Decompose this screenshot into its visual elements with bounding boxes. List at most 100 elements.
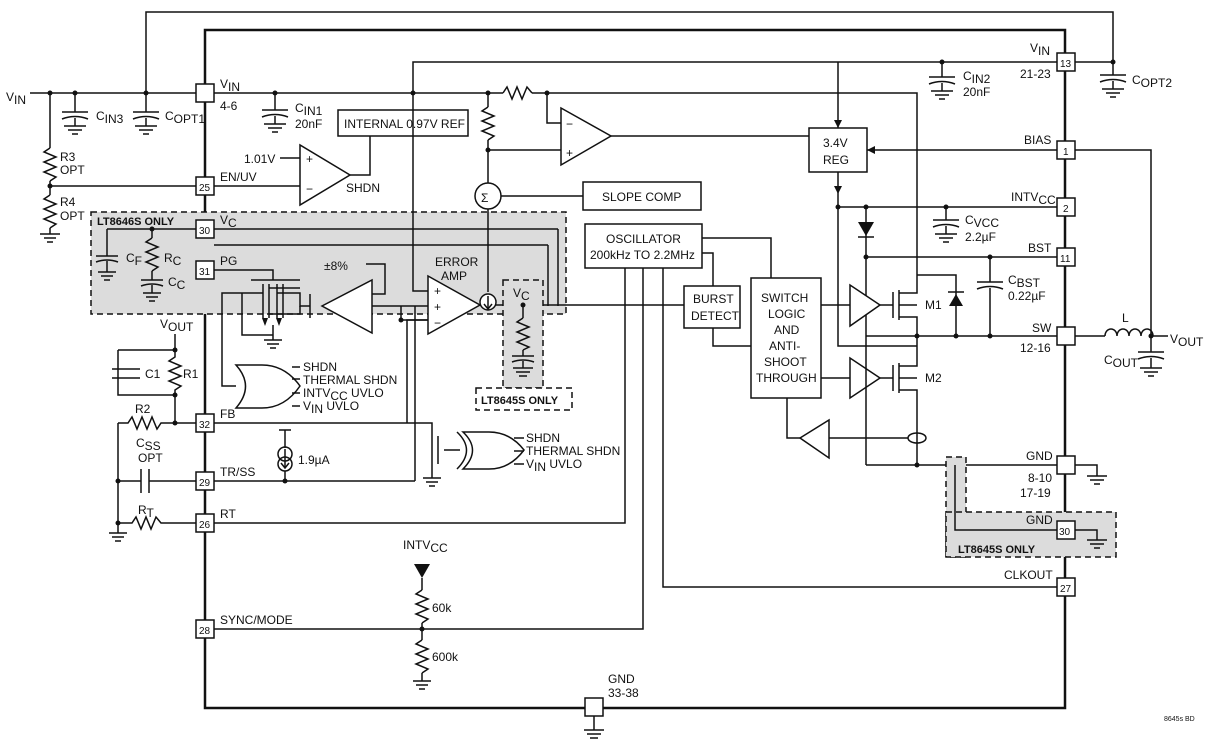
error-amp	[427, 274, 482, 336]
cc-label: CC	[168, 275, 186, 292]
or-gate-2	[461, 431, 525, 470]
cin2-capacitor	[928, 62, 956, 100]
m1-driver	[849, 283, 882, 328]
sl-line-4: ANTI-	[769, 339, 800, 353]
rt-resistor	[118, 515, 196, 531]
oscillator-block	[584, 223, 703, 269]
tr-ss-pulldown	[407, 422, 456, 487]
pin-vc-num: 30	[199, 226, 211, 237]
error-amp-label-1: ERROR	[435, 255, 479, 269]
oscillator-text-2: 200kHz TO 2.2MHz	[590, 248, 695, 262]
sl-line-1: SWITCH	[761, 291, 808, 305]
slope-comp-block	[582, 181, 702, 211]
r60k-resistor	[414, 589, 430, 624]
pin-gnd-right	[1056, 455, 1076, 475]
cvcc-value: 2.2µF	[965, 230, 996, 244]
r4-opt-label: OPT	[60, 209, 85, 223]
pin-rt-num: 26	[199, 520, 211, 531]
pin-sw-label: SW	[1032, 321, 1052, 335]
vc-inner-label: VC	[513, 286, 530, 303]
cbst-capacitor	[976, 257, 1004, 336]
cbst-label: CBST	[1008, 273, 1041, 290]
pct-label: ±8%	[324, 259, 348, 273]
copt1-label: COPT1	[165, 109, 205, 126]
pin-clkout	[1056, 577, 1076, 597]
copt2-capacitor	[1099, 62, 1127, 98]
cout-label: COUT	[1104, 353, 1139, 370]
pin-vin-right-label: VIN	[1030, 41, 1050, 58]
or1-vin: VIN UVLO	[303, 399, 359, 416]
cin2-label: CIN2	[963, 69, 991, 86]
cbst-value: 0.22µF	[1008, 289, 1046, 303]
l-label: L	[1122, 311, 1129, 325]
upper-res	[480, 93, 496, 183]
pin-bst-label: BST	[1028, 241, 1052, 255]
csa-plus: +	[566, 146, 573, 160]
pin-clkout-label: CLKOUT	[1004, 568, 1053, 582]
internal-ref-block	[337, 109, 469, 137]
lt8645s-only-label-1: LT8645S ONLY	[481, 395, 559, 407]
pin-pg	[195, 260, 215, 280]
switch-logic-block	[750, 277, 822, 399]
cin1-label: CIN1	[295, 101, 323, 118]
burst-text-1: BURST	[693, 292, 734, 306]
sigma-text: Σ	[481, 191, 488, 205]
figure-id: 8645s BD	[1164, 716, 1195, 723]
pin-clkout-num: 27	[1060, 584, 1072, 595]
r1-label: R1	[183, 367, 199, 381]
pin-gnd-bottom-label: GND	[608, 672, 635, 686]
or2-vin: VIN UVLO	[526, 457, 582, 474]
or1-thermal: THERMAL SHDN	[303, 373, 397, 387]
r3-label: R3	[60, 150, 76, 164]
ref-1v-label: 1.01V	[244, 152, 275, 166]
pin-sync-label: SYNC/MODE	[220, 613, 293, 627]
pin-intvcc-num: 2	[1063, 204, 1069, 215]
pin-pg-label: PG	[220, 254, 237, 268]
lt8645s-gnd-region	[945, 511, 1117, 558]
c1-label: C1	[145, 367, 161, 381]
inductor-l	[1104, 328, 1154, 337]
sl-line-2: LOGIC	[768, 307, 806, 321]
reg-text-1: 3.4V	[823, 136, 848, 150]
vc-internal-rc	[511, 305, 535, 377]
sl-line-3: AND	[774, 323, 800, 337]
error-amp-label-2: AMP	[441, 269, 467, 283]
pg-level-shifter	[242, 279, 310, 349]
css-label: CSS	[136, 436, 161, 453]
pin-fb-label: FB	[220, 407, 235, 421]
pin-rt	[195, 513, 215, 533]
r3-r4-divider	[40, 93, 60, 243]
r4-label: R4	[60, 195, 76, 209]
m2-label: M2	[925, 371, 942, 385]
reg-text-2: REG	[823, 153, 849, 167]
pin-tr-ss-num: 29	[199, 478, 211, 489]
or2-thermal: THERMAL SHDN	[526, 444, 620, 458]
pin-gnd-right-range1: 8-10	[1028, 471, 1052, 485]
r3-opt-label: OPT	[60, 163, 85, 177]
pin-gnd30	[1056, 520, 1076, 540]
oscillator-text-1: OSCILLATOR	[606, 232, 681, 246]
rt-res-label: RT	[138, 503, 154, 520]
pin-vin-left-label: VIN	[220, 77, 240, 94]
vin-ext-label: VIN	[6, 90, 26, 107]
pin-bias-label: BIAS	[1024, 133, 1051, 147]
intvcc-bottom-label: INTVCC	[403, 538, 448, 555]
pin-sw-range: 12-16	[1020, 341, 1051, 355]
pin-vin-left-num: 4-6	[220, 99, 238, 113]
pin-intvcc-label: INTVCC	[1011, 190, 1056, 207]
r1-resistor	[167, 350, 183, 423]
pin-en-uv	[195, 176, 215, 196]
cin3-label: CIN3	[96, 109, 124, 126]
pin-gnd-right-range2: 17-19	[1020, 486, 1051, 500]
pin-sync	[195, 619, 215, 639]
csa-minus: −	[566, 117, 573, 131]
current-sense-amp	[560, 106, 613, 167]
pin-bst	[1056, 247, 1076, 267]
reverse-current-amp	[798, 418, 830, 460]
ea-plus2: +	[434, 300, 441, 314]
pin-sw	[1056, 326, 1076, 346]
lt8645s-only-box-1	[475, 387, 573, 411]
current-src-label: 1.9µA	[298, 453, 330, 467]
cin1-value: 20nF	[295, 117, 322, 131]
cvcc-capacitor	[932, 207, 960, 243]
